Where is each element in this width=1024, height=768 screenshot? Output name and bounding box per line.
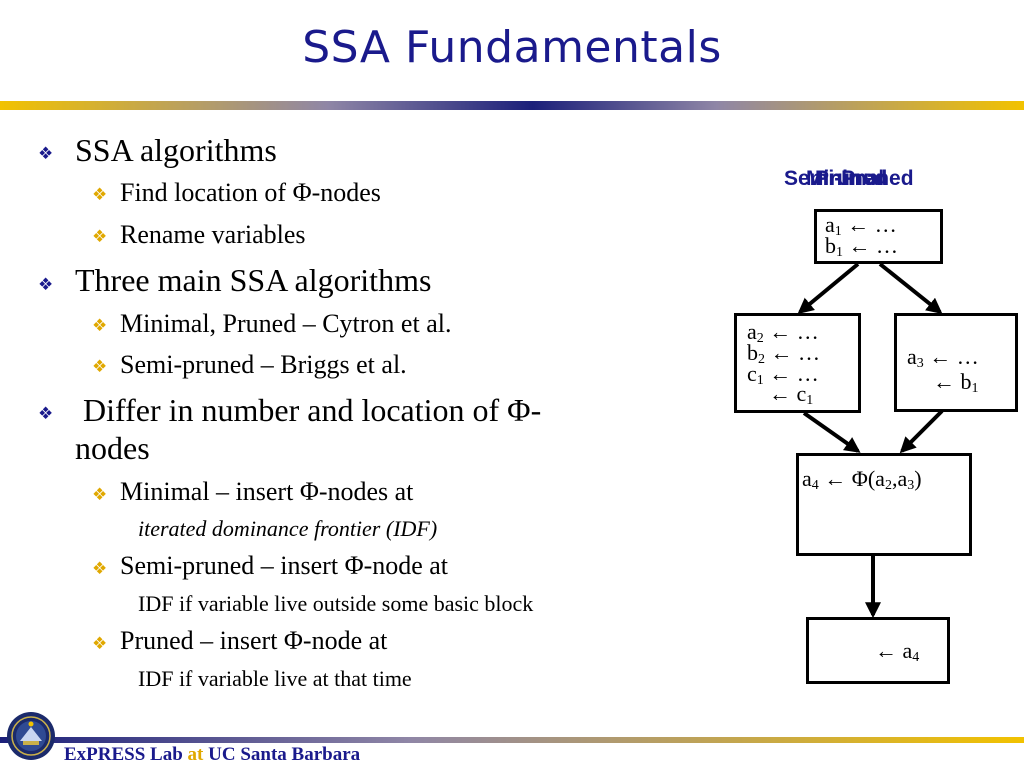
cfg-block-3: a3 ← … ← b1: [894, 313, 1018, 412]
sub-bullet-diamond-icon: ❖: [92, 559, 108, 578]
bullet-3-3: Pruned – insert Φ-node at: [120, 626, 388, 655]
bullet-2: Three main SSA algorithms: [75, 262, 432, 298]
bullet-diamond-icon: ❖: [38, 275, 54, 294]
block-4-phi: a4 ← Φ(a2,a3): [802, 466, 922, 493]
edge-b1-b2: [797, 262, 860, 315]
sub-bullet-diamond-icon: ❖: [92, 485, 108, 504]
cfg-block-5: ← a4: [806, 617, 950, 684]
bullet-3-1-detail: iterated dominance frontier (IDF): [138, 516, 438, 541]
block-2-code: a2 ← … b2 ← … c1 ← …: [747, 319, 820, 388]
sub-bullet-diamond-icon: ❖: [92, 316, 108, 335]
university-seal-icon: [7, 712, 55, 760]
bullet-3-line-2: nodes: [75, 430, 150, 466]
cfg-block-2: a2 ← … b2 ← … c1 ← … ← c1: [734, 313, 861, 413]
edge-b2-b4: [802, 411, 861, 453]
bullet-3-1: Minimal – insert Φ-nodes at: [120, 477, 414, 506]
sub-bullet-diamond-icon: ❖: [92, 357, 108, 376]
bullet-1-2: Rename variables: [120, 220, 306, 249]
bullet-1: SSA algorithms: [75, 132, 277, 168]
edge-b3-b4: [899, 409, 944, 454]
footer-credit: ExPRESS Lab at UC Santa Barbara: [64, 744, 361, 765]
bullet-2-2: Semi-pruned – Briggs et al.: [120, 350, 407, 379]
cfg-block-4: a4 ← Φ(a2,a3): [796, 453, 972, 556]
bullet-2-1: Minimal, Pruned – Cytron et al.: [120, 309, 452, 338]
cfg-block-1: a1 ← … b1 ← …: [814, 209, 943, 264]
bullet-3-2: Semi-pruned – insert Φ-node at: [120, 551, 449, 580]
sub-bullet-diamond-icon: ❖: [92, 634, 108, 653]
sub-bullet-diamond-icon: ❖: [92, 185, 108, 204]
title-divider: [0, 101, 1024, 110]
block-5-use: ← a4: [875, 638, 920, 665]
label-minimal: Minimal: [806, 167, 885, 190]
slide-title: SSA Fundamentals: [302, 22, 722, 73]
block-1-code: a1 ← … b1 ← …: [825, 212, 898, 260]
edge-b1-b3: [878, 262, 943, 314]
footer-divider: [0, 737, 1024, 743]
block-3-use: ← b1: [933, 369, 979, 396]
bullet-diamond-icon: ❖: [38, 144, 54, 163]
block-2-use: ← c1: [769, 381, 814, 408]
block-3-code: a3 ← …: [907, 344, 979, 371]
bullet-3-line-1: Differ in number and location of Φ-: [75, 392, 542, 428]
bullet-diamond-icon: ❖: [38, 404, 54, 423]
bullet-3-3-detail: IDF if variable live at that time: [138, 666, 412, 691]
sub-bullet-diamond-icon: ❖: [92, 227, 108, 246]
label-pruned: Pruned: [815, 167, 888, 190]
bullet-1-1: Find location of Φ-nodes: [120, 178, 381, 207]
label-semi-pruned: Semi-Pruned: [784, 167, 914, 190]
bullet-3-2-detail: IDF if variable live outside some basic …: [138, 591, 534, 616]
